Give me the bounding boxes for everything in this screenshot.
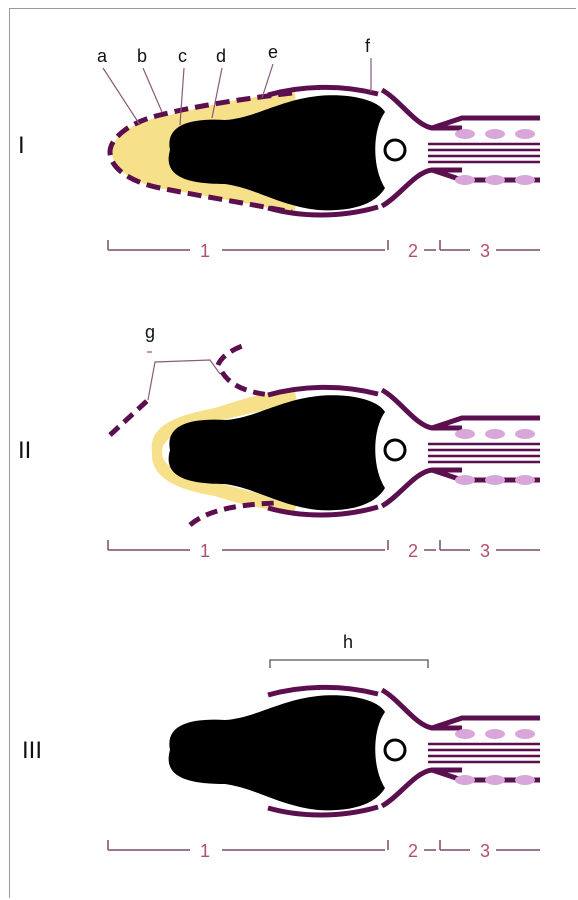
label-c: c (178, 46, 187, 66)
label-f: f (365, 36, 371, 56)
panel-label-II: II (18, 437, 31, 464)
panel-2: II g 1 2 3 (18, 322, 540, 561)
label-g-leader-lines (148, 360, 220, 400)
segment-1: 1 (200, 841, 210, 861)
segment-1: 1 (200, 541, 210, 561)
nucleus (169, 695, 385, 810)
label-d: d (216, 46, 226, 66)
segment-1: 1 (200, 241, 210, 261)
panel-label-I: I (18, 132, 25, 159)
segment-scale (108, 540, 540, 550)
midpiece (382, 90, 540, 206)
segment-scale (108, 840, 540, 850)
label-a: a (97, 46, 108, 66)
segment-2: 2 (408, 241, 418, 261)
midpiece (382, 390, 540, 506)
label-e: e (268, 42, 278, 62)
panel-label-III: III (22, 737, 42, 764)
segment-2: 2 (408, 541, 418, 561)
segment-3: 3 (480, 241, 490, 261)
midpiece (382, 690, 540, 806)
label-g: g (145, 322, 155, 342)
label-b: b (137, 46, 147, 66)
segment-3: 3 (480, 841, 490, 861)
label-h: h (343, 632, 353, 652)
segment-3: 3 (480, 541, 490, 561)
panel-1: I a b c d e f 1 2 3 (18, 36, 540, 261)
segment-scale (108, 240, 540, 250)
bracket-h (270, 660, 428, 668)
panel-3: III h 1 2 3 (22, 632, 540, 861)
segment-2: 2 (408, 841, 418, 861)
